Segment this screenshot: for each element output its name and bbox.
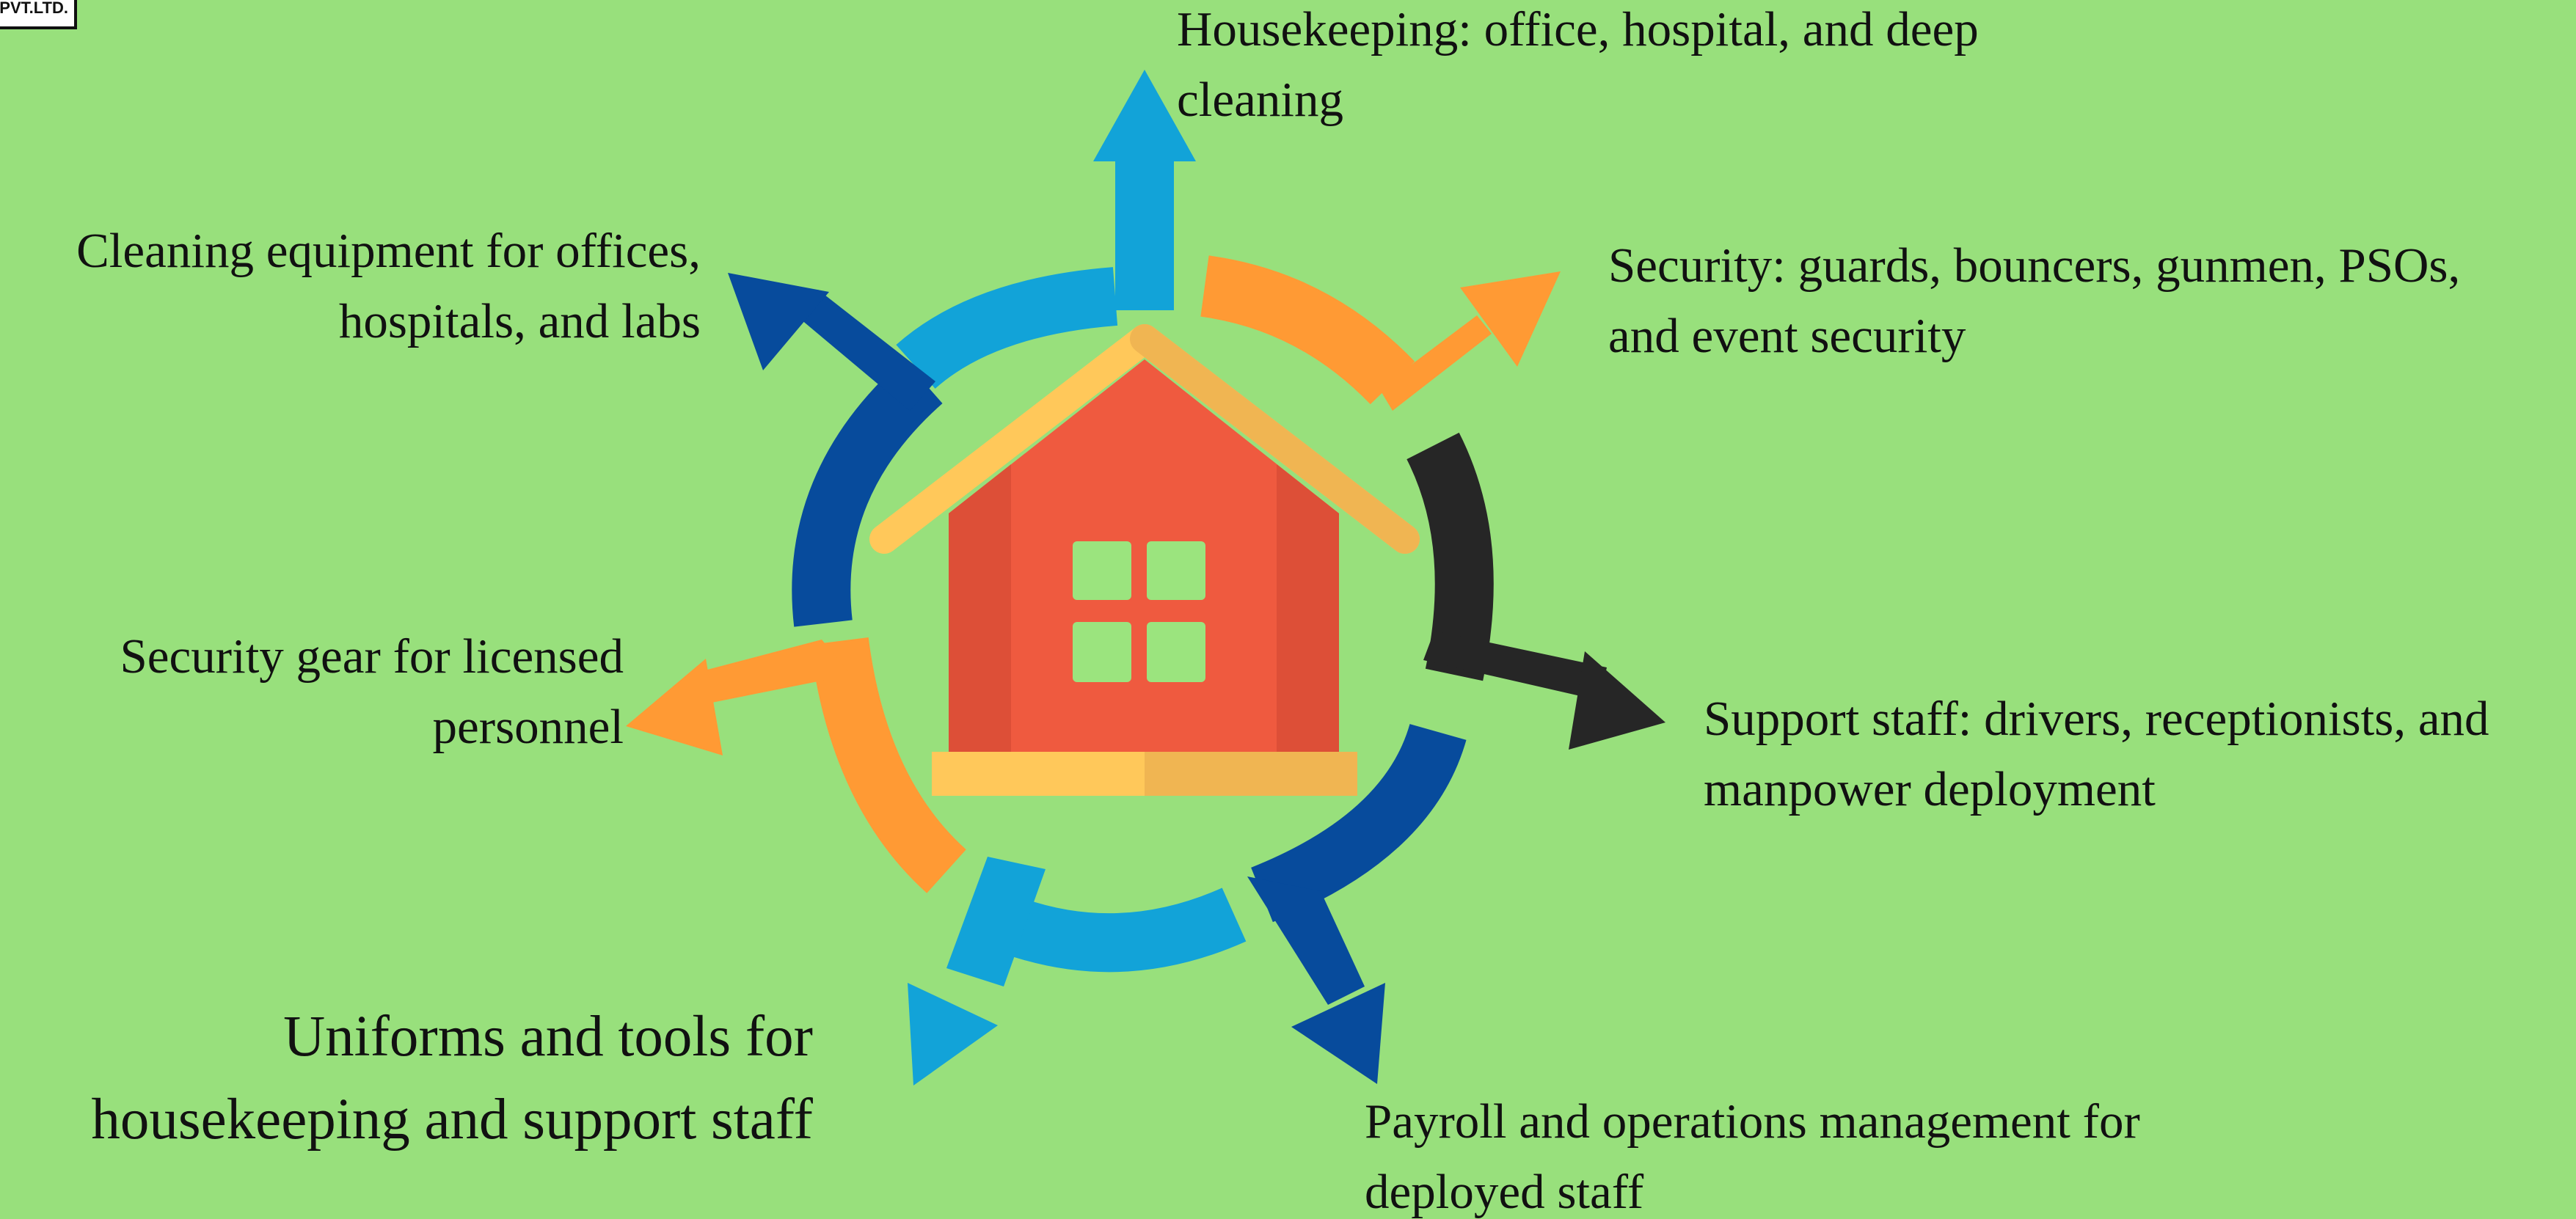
house-icon xyxy=(869,324,1420,796)
window-icon xyxy=(1073,541,1205,682)
label-support-staff: Support staff: drivers, receptionists, a… xyxy=(1704,692,2489,816)
company-logo: PVT.LTD. xyxy=(0,0,77,29)
arrow-payroll xyxy=(1247,723,1467,1084)
arrow-support-staff xyxy=(1406,432,1665,750)
label-uniforms: Uniforms and tools for housekeeping and … xyxy=(91,1005,813,1152)
label-security-gear: Security gear for licensed personnel xyxy=(120,629,624,754)
label-payroll: Payroll and operations management for de… xyxy=(1365,1094,2140,1219)
label-cleaning-equipment: Cleaning equipment for offices, hospital… xyxy=(76,224,701,348)
arrow-security-gear xyxy=(626,637,967,893)
label-housekeeping: Housekeeping: office, hospital, and deep… xyxy=(1177,2,1979,127)
arrow-cleaning-equipment xyxy=(728,273,943,627)
arrow-housekeeping xyxy=(896,70,1196,389)
arrow-uniforms xyxy=(908,857,1247,1086)
label-security: Security: guards, bouncers, gunmen, PSOs… xyxy=(1608,238,2461,363)
arrow-security xyxy=(1200,255,1561,411)
